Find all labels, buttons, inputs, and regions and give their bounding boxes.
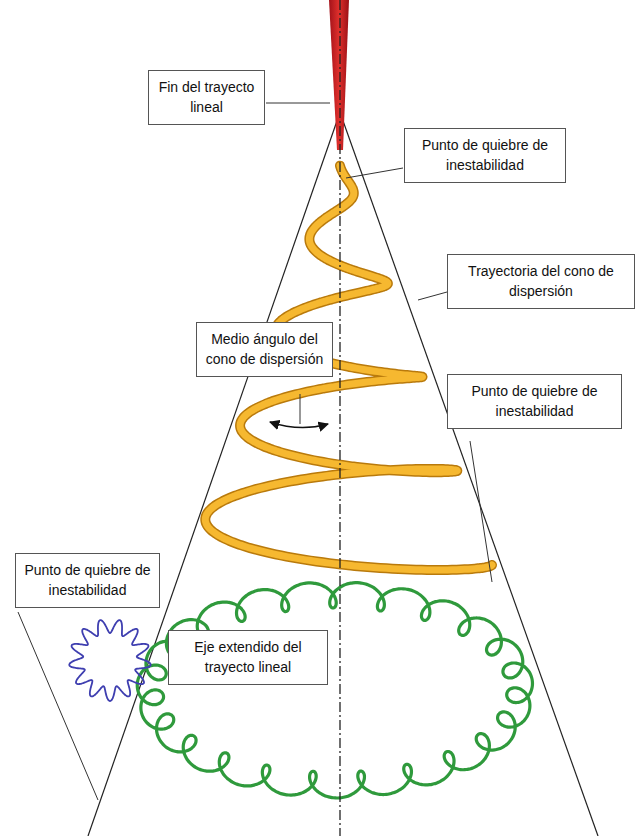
callout-box: Punto de quiebre de inestabilidad <box>447 374 622 429</box>
callout-box: Eje extendido del trayecto lineal <box>168 630 328 685</box>
angle-arc <box>270 422 328 428</box>
callout-box: Trayectoria del cono de dispersión <box>447 254 635 309</box>
callout-text: Trayectoria del cono de dispersión <box>456 261 626 302</box>
axis-line <box>339 0 340 836</box>
callout-text: Eje extendido del trayecto lineal <box>177 637 319 678</box>
callout-text: Medio ángulo del cono de dispersión <box>205 329 324 370</box>
leader-line <box>18 612 98 800</box>
leader-line <box>300 394 301 424</box>
blue-trajectory <box>69 620 150 701</box>
leader-line <box>266 103 330 104</box>
callout-text: Fin del trayecto lineal <box>157 77 256 118</box>
callout-box: Fin del trayecto lineal <box>148 70 265 125</box>
cone-line <box>342 118 598 836</box>
leader-line <box>346 168 403 178</box>
leader-line <box>418 292 447 300</box>
callout-box: Punto de quiebre de inestabilidad <box>404 128 566 183</box>
callout-text: Punto de quiebre de inestabilidad <box>413 135 557 176</box>
leader-line <box>470 441 492 582</box>
callout-box: Punto de quiebre de inestabilidad <box>15 553 160 608</box>
linear-path <box>329 0 349 150</box>
callout-text: Punto de quiebre de inestabilidad <box>456 381 613 422</box>
callout-box: Medio ángulo del cono de dispersión <box>196 322 333 377</box>
green-trajectory <box>137 583 532 798</box>
callout-text: Punto de quiebre de inestabilidad <box>24 560 151 601</box>
